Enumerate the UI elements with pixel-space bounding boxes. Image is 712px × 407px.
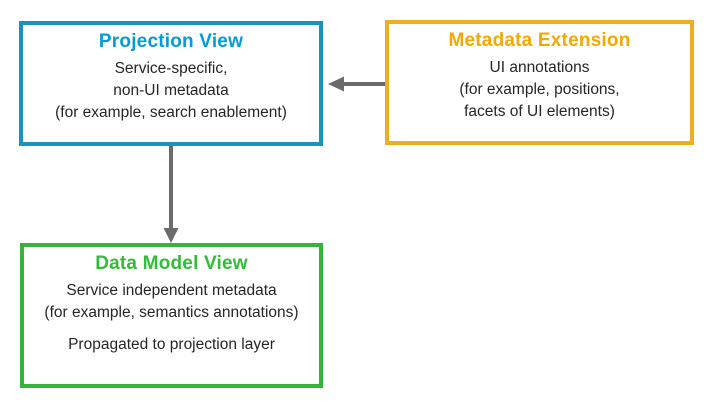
body-line: UI annotations — [489, 59, 590, 76]
box-metadata-extension-body: UI annotations (for example, positions, … — [389, 57, 690, 123]
box-projection-view-body: Service-specific, non-UI metadata (for e… — [23, 58, 319, 124]
body-line: (for example, search enablement) — [55, 104, 287, 121]
box-data-model-view: Data Model View Service independent meta… — [20, 243, 323, 388]
arrow-projection-view-to-data-model-view — [163, 146, 179, 243]
box-projection-view: Projection View Service-specific, non-UI… — [19, 21, 323, 146]
arrow-head-left-icon — [328, 76, 344, 92]
box-data-model-view-title: Data Model View — [95, 253, 248, 274]
box-metadata-extension: Metadata Extension UI annotations (for e… — [385, 20, 694, 145]
box-metadata-extension-title: Metadata Extension — [448, 30, 631, 51]
box-projection-view-title: Projection View — [98, 31, 244, 52]
body-line: (for example, semantics annotations) — [44, 304, 299, 321]
body-line: facets of UI elements) — [464, 103, 615, 120]
arrow-metadata-extension-to-projection-view — [328, 76, 385, 92]
body-line: Service independent metadata — [66, 282, 277, 299]
body-paragraph: Propagated to projection layer — [24, 334, 319, 356]
body-line: (for example, positions, — [459, 81, 620, 98]
body-line: Propagated to projection layer — [68, 336, 275, 353]
body-paragraph: Service independent metadata (for exampl… — [24, 280, 319, 324]
body-line: Service-specific, — [114, 60, 228, 77]
body-line: non-UI metadata — [113, 82, 229, 99]
arrow-head-down-icon — [163, 228, 179, 243]
box-data-model-view-body: Service independent metadata (for exampl… — [24, 280, 319, 356]
